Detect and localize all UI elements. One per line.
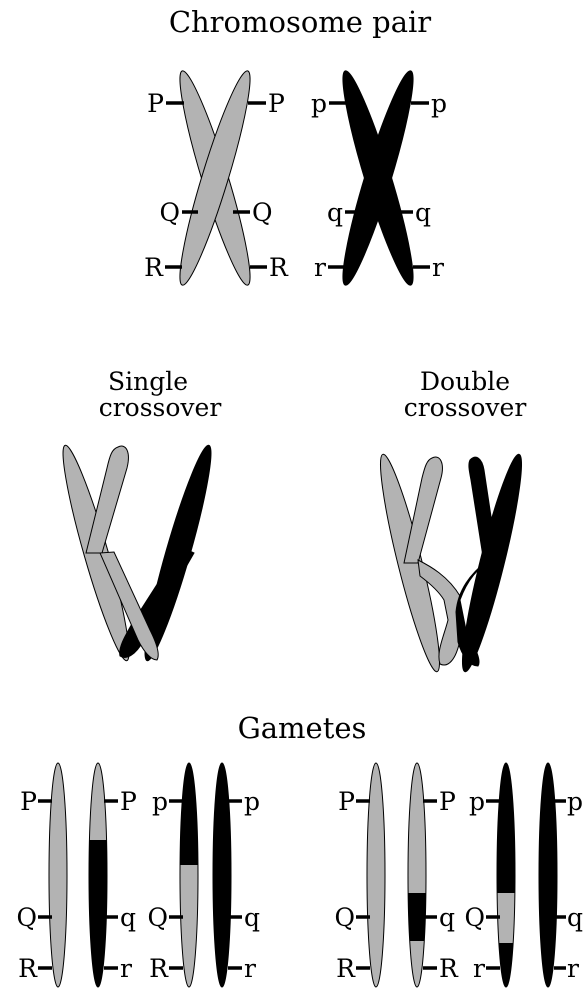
gene-label-q: q <box>439 903 455 932</box>
gametes-title: Gametes <box>238 711 367 745</box>
gray-chromosome-pair: P Q R P Q R <box>144 70 289 286</box>
gene-label-p: p <box>431 89 447 118</box>
double-crossover-title-line2: crossover <box>404 393 527 422</box>
gene-label-Q: Q <box>17 903 38 932</box>
black-crossover-segment <box>455 559 493 667</box>
gene-label-R: R <box>336 954 356 983</box>
gene-label-Q: Q <box>465 903 486 932</box>
black-chromosome-pair: p q r p q r <box>311 70 447 286</box>
gene-label-Q: Q <box>252 198 273 227</box>
gene-label-p: p <box>244 787 260 816</box>
gene-label-P: P <box>338 787 355 816</box>
gray-chromatid-right <box>179 70 251 286</box>
gene-label-q: q <box>567 903 583 932</box>
gene-label-R: R <box>149 954 169 983</box>
gamete-chromosome <box>212 762 232 988</box>
gray-chromatid-upper <box>403 456 443 564</box>
gamete-chromosome <box>366 762 386 988</box>
gamete-chromosome <box>538 762 558 988</box>
single-crossover-title-line2: crossover <box>99 393 222 422</box>
gene-label-Q: Q <box>160 198 181 227</box>
gene-label-R: R <box>144 253 164 282</box>
gene-label-q: q <box>120 903 136 932</box>
gene-label-P: P <box>120 787 137 816</box>
gene-label-r: r <box>244 954 256 983</box>
gene-label-p: p <box>469 787 485 816</box>
gene-label-P: P <box>20 787 37 816</box>
black-chromatid-upper <box>468 456 499 564</box>
gametes-double-group: P Q R P q R p Q r p q <box>335 762 583 988</box>
gene-label-r: r <box>314 253 326 282</box>
gray-crossover-segment <box>99 551 159 661</box>
gene-label-R: R <box>18 954 38 983</box>
chromosome-pair-title: Chromosome pair <box>169 5 431 39</box>
gene-label-P: P <box>439 787 456 816</box>
gene-label-r: r <box>120 954 132 983</box>
gray-crossover-segment <box>417 559 461 666</box>
gamete-chromosome <box>497 763 515 987</box>
gene-label-P: P <box>268 89 285 118</box>
gamete-chromosome <box>180 763 198 987</box>
black-chromatid-right <box>342 70 414 286</box>
gene-label-P: P <box>147 89 164 118</box>
double-crossover-figure <box>380 453 522 673</box>
gene-label-r: r <box>432 253 444 282</box>
gene-label-p: p <box>567 787 583 816</box>
gene-label-R: R <box>269 253 289 282</box>
gene-label-Q: Q <box>335 903 356 932</box>
gene-label-r: r <box>567 954 579 983</box>
gene-label-q: q <box>415 198 431 227</box>
gamete-chromosome <box>408 763 426 987</box>
gene-label-r: r <box>473 954 485 983</box>
gray-chromatid-upper <box>85 445 129 554</box>
gene-label-p: p <box>152 787 168 816</box>
gamete-chromosome <box>89 763 107 987</box>
gamete-chromosome <box>48 762 68 988</box>
single-crossover-title-line1: Single <box>108 367 188 396</box>
gametes-single-group: P Q R P q r p Q R p q <box>17 762 260 988</box>
gene-label-R: R <box>439 954 459 983</box>
double-crossover-title-line1: Double <box>420 367 510 396</box>
gene-label-p: p <box>311 89 327 118</box>
single-crossover-figure <box>62 444 212 662</box>
gene-label-q: q <box>244 903 260 932</box>
gene-label-q: q <box>327 198 343 227</box>
gene-label-Q: Q <box>148 903 169 932</box>
